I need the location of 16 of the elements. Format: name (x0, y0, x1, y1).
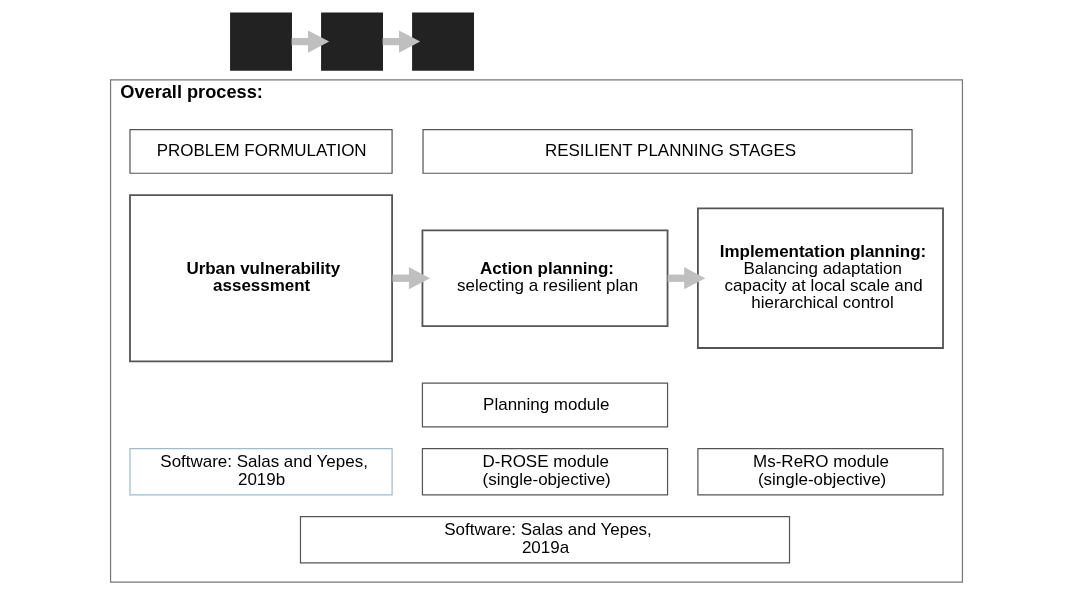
node-box: RESILIENT PLANNING STAGES (422, 128, 913, 174)
node-box: D-ROSE module (single-objective) (421, 448, 669, 496)
node-box: Planning module (421, 382, 669, 428)
node-box: Implementation planning: Balancing adaptation capacity at local scale and hierarchical control (697, 207, 944, 349)
node-box: Action planning: selecting a resilient plan (421, 229, 669, 328)
node-box: Software: Salas and Yepes, 2019b (129, 448, 393, 496)
node-box: Ms-ReRO module (single-objective) (697, 448, 944, 496)
node-box (321, 12, 383, 71)
node-box (230, 12, 292, 71)
arrow (382, 30, 421, 53)
node-box: Urban vulnerability assessment (129, 194, 393, 363)
arrow (667, 267, 706, 290)
node-box: Software: Salas and Yepes, 2019a (299, 516, 791, 564)
node-box (412, 12, 474, 71)
arrow (291, 30, 330, 53)
node-box: PROBLEM FORMULATION (129, 128, 393, 174)
